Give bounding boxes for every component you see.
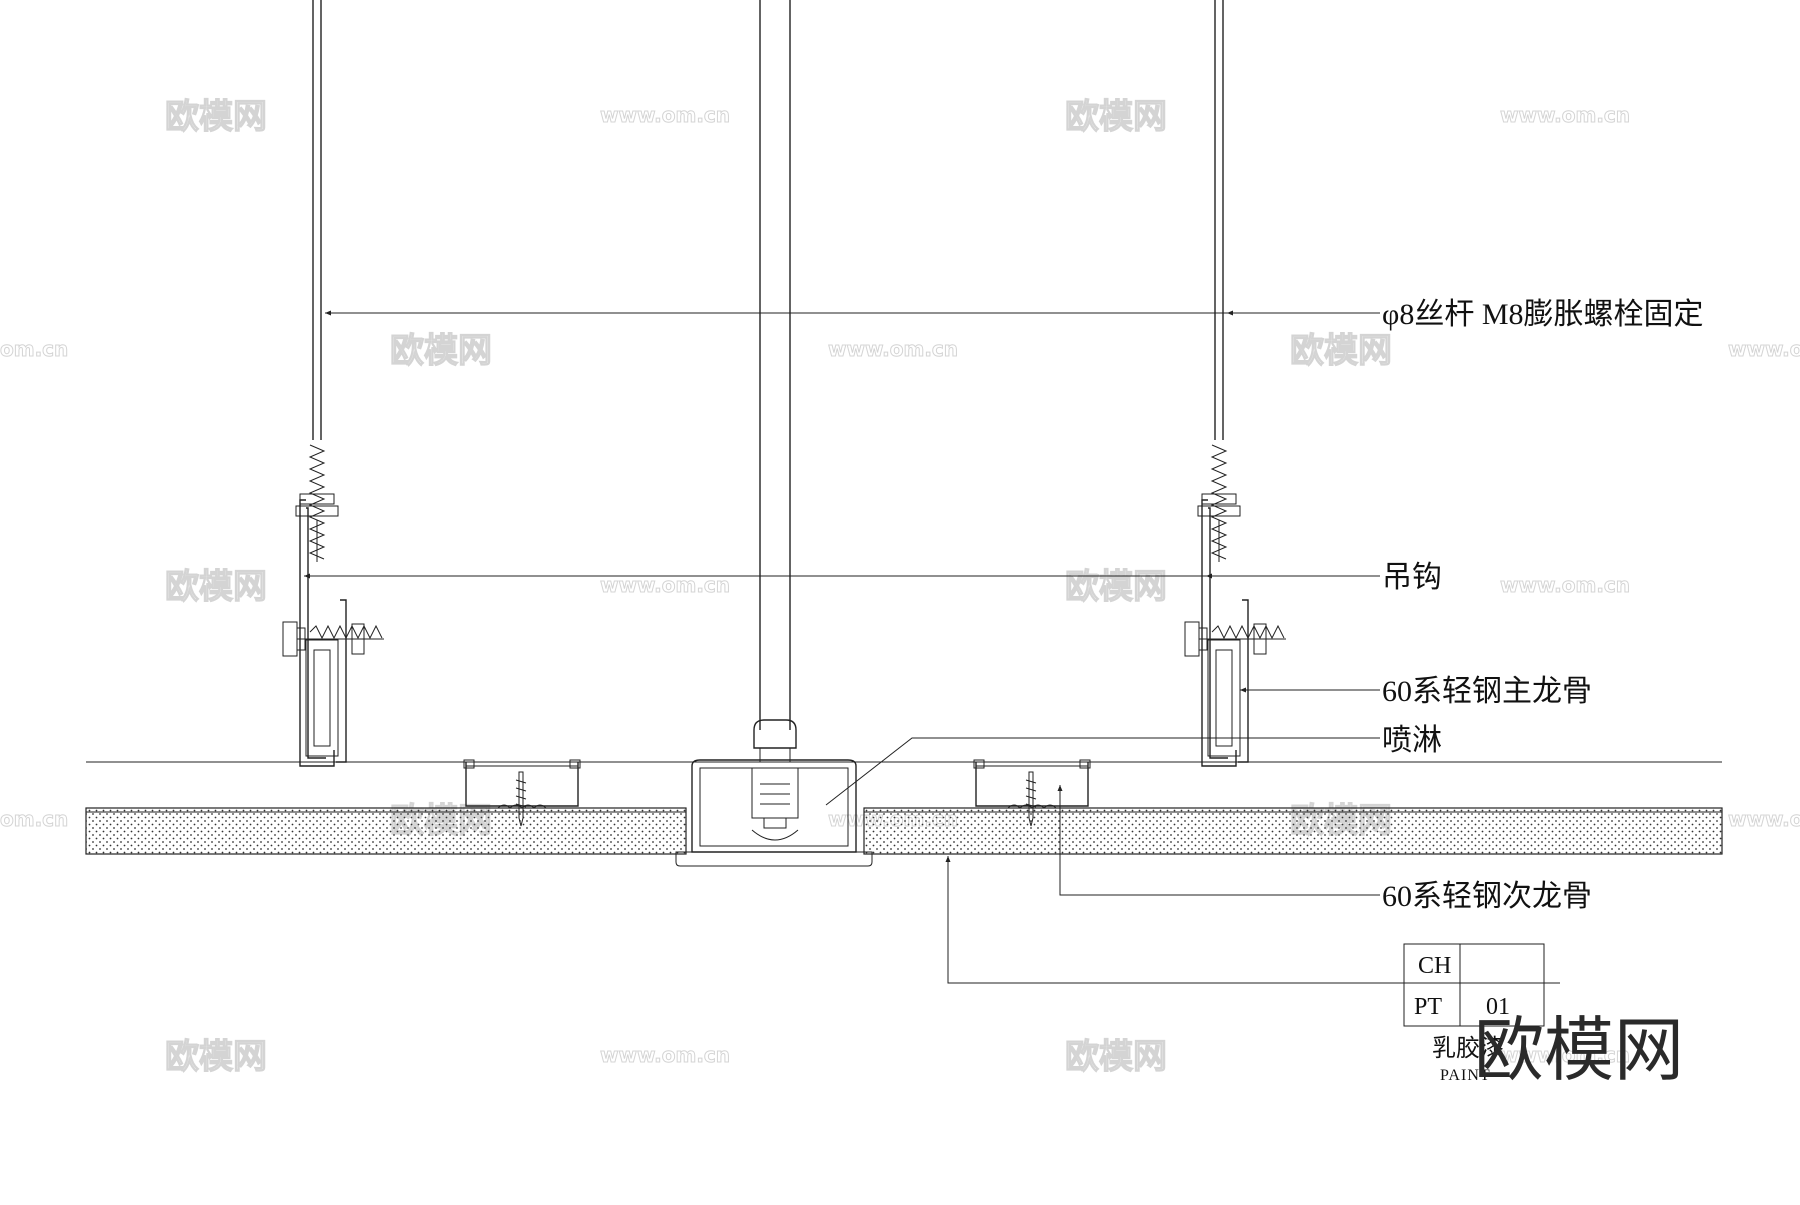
- watermark-url: www.om.cn: [828, 337, 958, 361]
- label-hook: 吊钩: [1382, 561, 1442, 594]
- secondary-keel-left: [463, 759, 581, 827]
- tag-ch-code: CH: [1418, 953, 1451, 979]
- watermark-url: www.om.cn: [1500, 103, 1630, 127]
- watermark-brand: 欧模网: [1065, 97, 1167, 137]
- watermark-brand: 欧模网: [165, 1037, 267, 1077]
- tag-pt-code: PT: [1414, 994, 1442, 1020]
- secondary-keel-right: [973, 759, 1091, 827]
- watermark-url: www.om.cn: [600, 1043, 730, 1067]
- label-rod: φ8丝杆 M8膨胀螺栓固定: [1382, 298, 1704, 331]
- watermark-url: www.om.cn: [600, 103, 730, 127]
- gypsum-board: [85, 807, 1723, 855]
- tag-pt-number: 01: [1486, 994, 1510, 1020]
- watermark-url: www.om.cn: [1500, 573, 1630, 597]
- tag-finish-name: 乳胶漆: [1432, 1035, 1504, 1062]
- watermark-brand-large: 欧模网: [1474, 1009, 1684, 1091]
- watermark-url: www.om.cn: [1728, 337, 1800, 361]
- right-hanger-assembly: [1184, 0, 1286, 767]
- watermark-brand: 欧模网: [1290, 331, 1392, 371]
- watermark-url: om.cn: [0, 337, 68, 361]
- watermark-brand: 欧模网: [165, 97, 267, 137]
- watermark-url: www.om.cn: [600, 573, 730, 597]
- watermark-url: om.cn: [0, 807, 68, 831]
- sprinkler-assembly: [675, 0, 873, 867]
- left-hanger-assembly: [282, 0, 384, 767]
- watermark-url: www.om.cn: [1728, 807, 1800, 831]
- watermark-brand: 欧模网: [165, 567, 267, 607]
- tag-finish-name-en: PAINT: [1440, 1067, 1491, 1084]
- callout-labels: φ8丝杆 M8膨胀螺栓固定 吊钩 60系轻钢主龙骨 喷淋 60系轻钢次龙骨: [1382, 298, 1704, 913]
- leader-lines: [304, 310, 1560, 984]
- label-sprinkler: 喷淋: [1382, 724, 1442, 757]
- watermark-brand: 欧模网: [1065, 567, 1167, 607]
- watermark-brand: 欧模网: [390, 331, 492, 371]
- watermark-url: www.om.cn: [1500, 1043, 1630, 1067]
- label-sub-keel: 60系轻钢次龙骨: [1382, 880, 1592, 913]
- watermark-brand: 欧模网: [1065, 1037, 1167, 1077]
- label-main-keel: 60系轻钢主龙骨: [1382, 675, 1592, 708]
- finish-tag: CH PT 01 乳胶漆 PAINT: [1403, 943, 1545, 1084]
- watermark-layer: 欧模网 欧模网 欧模网 欧模网 欧模网 欧模网 欧模网 欧模网 欧模网 欧模网 …: [0, 96, 1800, 1077]
